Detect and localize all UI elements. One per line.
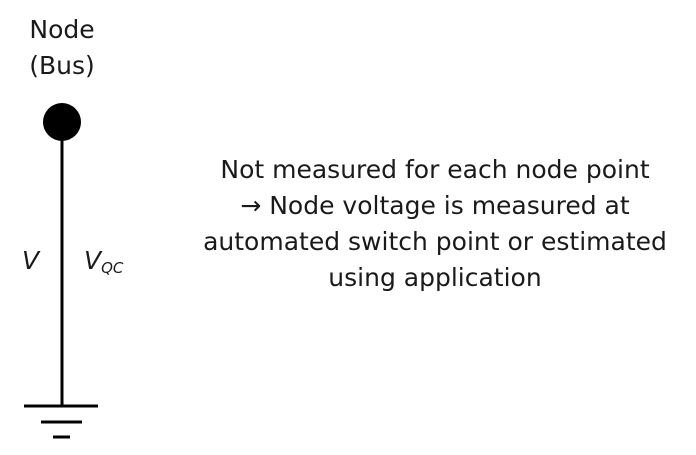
voltage-label: V <box>22 246 40 275</box>
note-line-4: using application <box>328 263 542 292</box>
voltage-qc-base: V <box>84 246 102 275</box>
voltage-qc-label: VQC <box>84 246 123 277</box>
note-line-1: Not measured for each node point <box>220 155 650 184</box>
voltage-qc-subscript: QC <box>101 259 124 277</box>
note-line-3: automated switch point or estimated <box>203 227 667 256</box>
node-title: Node <box>29 15 95 44</box>
note-line-2: → Node voltage is measured at <box>240 191 630 220</box>
measurement-note: Not measured for each node point → Node … <box>180 152 690 296</box>
node-subtitle: (Bus) <box>29 51 95 80</box>
